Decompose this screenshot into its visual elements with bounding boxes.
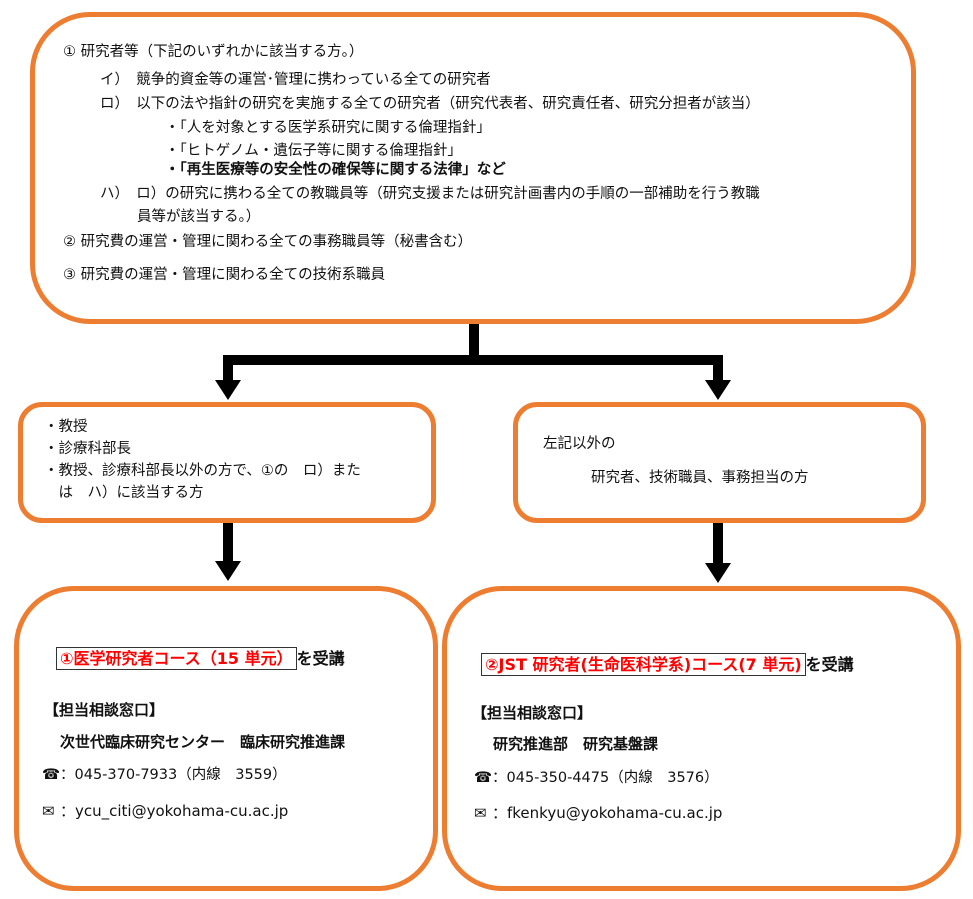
arrow-down-icon	[215, 380, 241, 400]
item-1-ha: ハ） ロ）の研究に携わる全ての教職員等（研究支援または研究計画書内の手順の一部補…	[100, 186, 760, 202]
mail-icon: ✉	[474, 804, 487, 822]
connector-right-down	[713, 523, 723, 565]
connector-left-down	[223, 523, 233, 563]
arrow-down-icon	[705, 563, 731, 583]
item-2: ② 研究費の運営・管理に関わる全ての事務職員等（秘書含む）	[63, 234, 473, 250]
connector-left-stem	[223, 355, 233, 383]
course-suffix: を受講	[805, 655, 854, 674]
professors-line: は ハ）に該当する方	[44, 485, 204, 501]
contact-email: ✉ ：fkenkyu@yokohama-cu.ac.jp	[474, 806, 722, 821]
item-1: ① 研究者等（下記のいずれかに該当する方。）	[63, 44, 364, 60]
phone-number: ：045-350-4475（内線 3576）	[492, 770, 719, 786]
professors-line: ・教授、診療科部長以外の方で、①の ロ）また	[44, 463, 361, 479]
item-1-ro: ロ） 以下の法や指針の研究を実施する全ての研究者（研究代表者、研究責任者、研究分…	[100, 96, 760, 112]
medical-course-box	[14, 586, 438, 891]
email-link[interactable]: ：ycu_citi@yokohama-cu.ac.jp	[60, 802, 289, 820]
item-1-i: イ） 競争的資金等の運営･管理に携わっている全ての研究者	[100, 72, 491, 88]
course-name: ②JST 研究者(生命医科学系)コース(7 単元)	[481, 653, 806, 676]
connector-right-stem	[713, 355, 723, 383]
item-1-ha-cont: 員等が該当する。）	[137, 209, 261, 225]
phone-number: ：045-370-7933（内線 3559）	[60, 767, 287, 783]
contact-heading: 【担当相談窓口】	[44, 701, 165, 719]
phone-icon: ☎	[42, 767, 61, 783]
guideline-1: ・「人を対象とする医学系研究に関する倫理指針」	[165, 120, 491, 136]
course-name: ①医学研究者コース（15 単元）	[56, 647, 297, 670]
course-suffix: を受講	[296, 649, 345, 668]
contact-heading: 【担当相談窓口】	[472, 704, 593, 722]
medical-course-title: ①医学研究者コース（15 単元）を受講	[56, 645, 345, 670]
email-link[interactable]: ：fkenkyu@yokohama-cu.ac.jp	[492, 804, 723, 822]
contact-phone: ☎：045-350-4475（内線 3576）	[474, 771, 719, 786]
others-line-2: 研究者、技術職員、事務担当の方	[591, 470, 809, 486]
item-3: ③ 研究費の運営・管理に関わる全ての技術系職員	[63, 267, 386, 283]
jst-course-title: ②JST 研究者(生命医科学系)コース(7 単元)を受講	[481, 651, 854, 676]
contact-department: 次世代臨床研究センター 臨床研究推進課	[60, 733, 346, 751]
mail-icon: ✉	[42, 802, 55, 820]
arrow-down-icon	[215, 561, 241, 581]
connector-horizontal	[223, 355, 723, 365]
professors-box	[18, 402, 436, 523]
guideline-2: ・「ヒトゲノム・遺伝子等に関する倫理指針」	[165, 143, 462, 159]
others-box	[513, 402, 926, 523]
contact-department: 研究推進部 研究基盤課	[493, 735, 659, 753]
contact-email: ✉ ：ycu_citi@yokohama-cu.ac.jp	[42, 804, 288, 819]
others-line-1: 左記以外の	[543, 436, 616, 452]
phone-icon: ☎	[474, 770, 493, 786]
guideline-3: ・「再生医療等の安全性の確保等に関する法律」など	[165, 162, 506, 178]
arrow-down-icon	[705, 380, 731, 400]
jst-course-box	[442, 586, 961, 891]
connector-vertical	[469, 324, 479, 362]
professors-line: ・診療科部長	[44, 441, 131, 457]
contact-phone: ☎：045-370-7933（内線 3559）	[42, 768, 287, 783]
eligibility-box	[30, 12, 916, 324]
professors-line: ・教授	[44, 419, 88, 435]
